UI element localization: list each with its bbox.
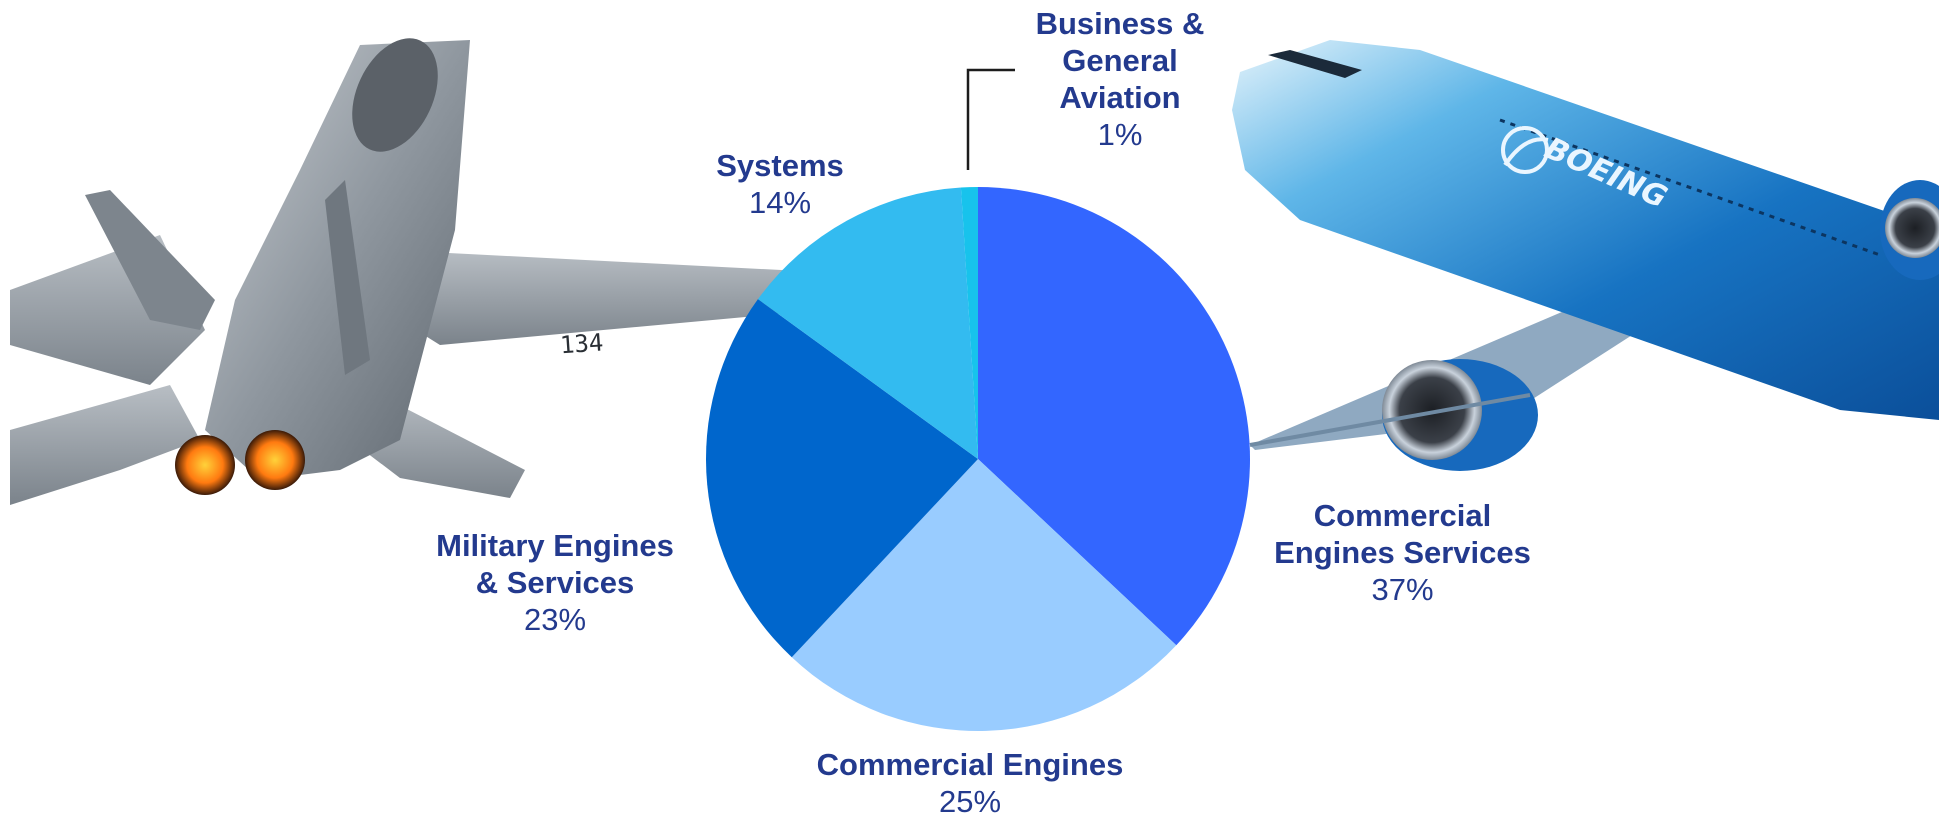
airliner-wing-edge [1249, 393, 1531, 447]
airliner-fuselage [1232, 40, 1939, 420]
pie-slice-commercial-engines [791, 459, 1177, 732]
slice-label-name: Military Engines & Services [420, 527, 690, 601]
fighter-right-wing [390, 250, 822, 345]
slice-label-percent: 25% [938, 784, 1002, 819]
pie-slices [705, 187, 1251, 732]
fighter-tail-number: 134 [559, 328, 604, 359]
slice-label-business-general-aviation: Business & General Aviation 1% [1010, 5, 1230, 153]
slice-label-percent: 37% [1371, 572, 1434, 607]
slice-label-commercial-engines-services: Commercial Engines Services 37% [1265, 497, 1540, 608]
fighter-exhaust-left [175, 435, 235, 495]
slice-label-name: Commercial Engines [790, 746, 1150, 783]
slice-label-line: General [1062, 43, 1178, 78]
slice-label-line: Aviation [1059, 80, 1181, 115]
pie-slice-business-general-aviation [960, 187, 978, 459]
pie-slice-military-engines-services [705, 299, 978, 658]
airliner-window-strip [1499, 118, 1881, 257]
pie-slice-commercial-engines-services [978, 187, 1251, 646]
slice-label-line: Systems [716, 148, 844, 183]
slice-label-line: Business & [1035, 6, 1205, 41]
airliner-cockpit-window [1268, 50, 1362, 78]
airliner-engine-right-intake [1885, 198, 1939, 258]
slice-label-line: Commercial [1313, 498, 1492, 533]
airliner-logo-mark [1501, 126, 1549, 174]
business-aviation-leader-line [966, 68, 1015, 170]
slice-label-percent: 23% [523, 602, 587, 637]
slice-label-commercial-engines: Commercial Engines 25% [790, 746, 1150, 820]
slice-label-line: Engines Services [1274, 535, 1531, 570]
commercial-airliner-image: BOEING [1232, 40, 1939, 471]
fighter-exhaust-right [245, 430, 305, 490]
slice-label-military-engines-services: Military Engines & Services 23% [420, 527, 690, 638]
slice-label-systems: Systems 14% [700, 147, 860, 221]
slice-label-line: Commercial Engines [816, 747, 1124, 782]
slice-label-name: Business & General Aviation [1010, 5, 1230, 116]
slice-label-percent: 1% [1097, 117, 1143, 152]
slice-label-name: Systems [700, 147, 860, 184]
airliner-engine-left-intake [1382, 360, 1482, 460]
fighter-left-tailplane [10, 385, 200, 505]
fighter-left-fin [85, 190, 215, 330]
pie-slice-systems [757, 187, 978, 460]
fighter-right-fin [325, 180, 370, 375]
slice-label-percent: 14% [748, 185, 812, 220]
slice-label-name: Commercial Engines Services [1265, 497, 1540, 571]
slice-label-line: Military Engines [436, 528, 674, 563]
fighter-canopy [352, 38, 438, 152]
slice-label-line: & Services [475, 565, 635, 600]
